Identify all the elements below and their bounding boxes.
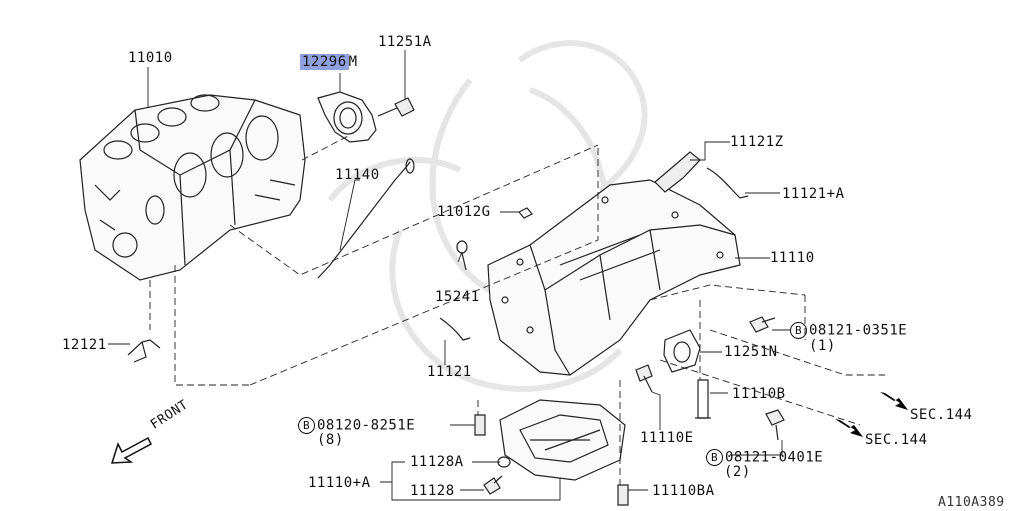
cylinder-block-11010 xyxy=(79,94,306,281)
plug-11012G xyxy=(518,207,533,219)
bolt-circle-b: B xyxy=(706,449,723,466)
bracket-12121 xyxy=(127,339,161,363)
bolt-11110E xyxy=(635,364,653,393)
part-label-11010[interactable]: 11010 xyxy=(128,50,173,66)
part-label-12121[interactable]: 12121 xyxy=(62,337,107,353)
part-label-11128[interactable]: 11128 xyxy=(410,483,455,499)
part-label-11121A[interactable]: 11121+A xyxy=(782,186,845,202)
bolt-circle-b: B xyxy=(790,322,807,339)
part-label-11121[interactable]: 11121 xyxy=(427,364,472,380)
part-label-11110BA[interactable]: 11110BA xyxy=(652,483,715,499)
oil-pan-upper-11110 xyxy=(487,179,741,376)
oil-seal-retainer-12296 xyxy=(317,91,377,143)
bolt-circle-b: B xyxy=(298,417,315,434)
bolt-08120-8251E xyxy=(474,414,486,436)
gasket-11251N xyxy=(663,329,701,373)
baffle-11121Z xyxy=(654,151,701,193)
diagram-code: A110A389 xyxy=(938,495,1005,510)
bolt-11110BA xyxy=(617,484,629,506)
part-label-11140[interactable]: 11140 xyxy=(335,167,380,183)
bolt-code: 08120-8251E xyxy=(317,417,416,434)
sec144-arrow-2 xyxy=(835,419,863,437)
part-label-11251A[interactable]: 11251A xyxy=(378,34,432,50)
bolt-08121-0401E xyxy=(765,409,785,441)
part-label-11012G[interactable]: 11012G xyxy=(437,204,491,220)
bolt-11251A xyxy=(377,97,415,117)
part-suffix: M xyxy=(348,54,358,70)
bolt-code: 08121-0401E xyxy=(725,449,824,466)
bolt-11128 xyxy=(483,475,503,495)
bolt-qty-2: (2) xyxy=(724,464,751,480)
bolt-qty-1: (1) xyxy=(809,338,836,354)
dipstick-11140 xyxy=(317,158,415,279)
bolt-08121-0351E xyxy=(749,316,776,333)
part-label-11121Z[interactable]: 11121Z xyxy=(730,134,784,150)
part-label-15241[interactable]: 15241 xyxy=(435,289,480,305)
highlighted-part-number: 12296 xyxy=(300,54,349,70)
bolt-code: 08121-0351E xyxy=(809,322,908,339)
oil-pan-lower-11110A xyxy=(499,399,626,481)
part-label-11128A[interactable]: 11128A xyxy=(410,454,464,470)
part-label-11110E[interactable]: 11110E xyxy=(640,430,694,446)
bracket-11121A xyxy=(706,167,749,199)
bolt-11110B xyxy=(695,379,711,419)
bracket-11121 xyxy=(439,317,471,341)
sec144-arrow-1 xyxy=(880,392,908,410)
section-ref-sec144-lower[interactable]: SEC.144 xyxy=(865,432,928,448)
part-label-11251N[interactable]: 11251N xyxy=(724,344,778,360)
front-arrow xyxy=(110,436,152,464)
section-ref-sec144-upper[interactable]: SEC.144 xyxy=(910,407,973,423)
bolt-qty-8: (8) xyxy=(317,432,344,448)
part-label-11110[interactable]: 11110 xyxy=(770,250,815,266)
part-label-11110B[interactable]: 11110B xyxy=(732,386,786,402)
part-label-11110A[interactable]: 11110+A xyxy=(308,475,371,491)
